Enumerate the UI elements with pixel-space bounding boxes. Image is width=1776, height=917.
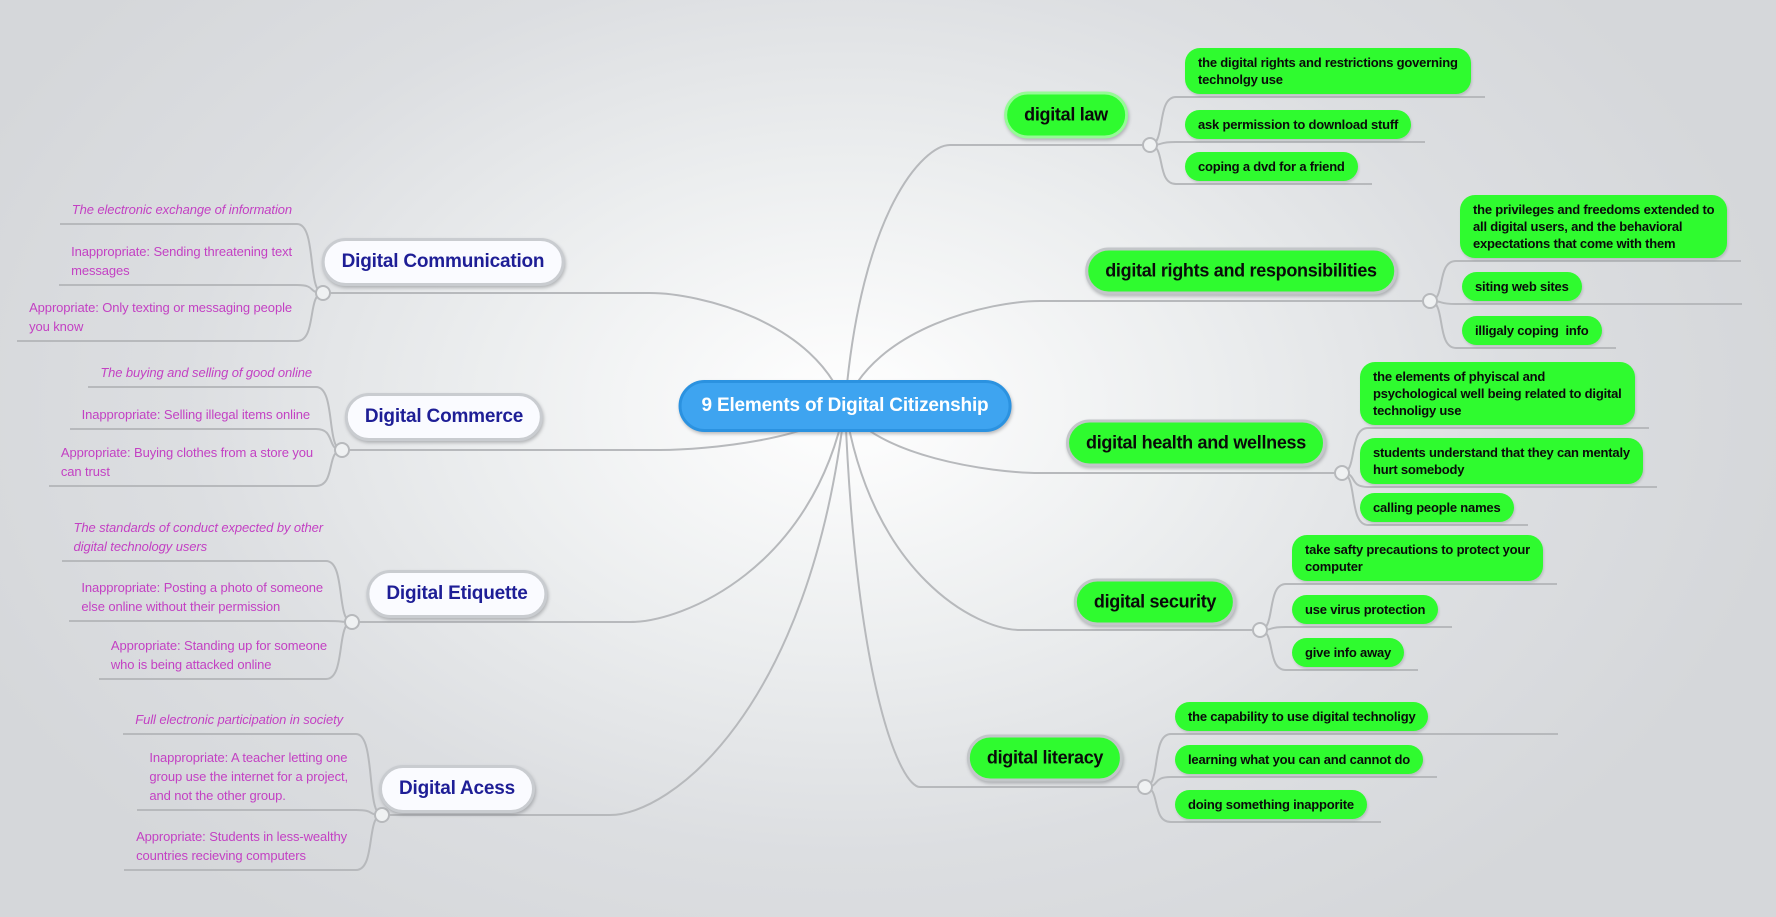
- subtopic-pill[interactable]: illigaly coping info: [1462, 316, 1602, 345]
- subtopic-pill[interactable]: calling people names: [1360, 493, 1514, 522]
- topic-digital-law[interactable]: digital law: [1004, 91, 1128, 139]
- subtopic-pill[interactable]: siting web sites: [1462, 272, 1582, 301]
- central-topic[interactable]: 9 Elements of Digital Citizenship: [678, 380, 1012, 432]
- branch-junction[interactable]: [1252, 622, 1268, 638]
- topic-digital-health-and-wellness[interactable]: digital health and wellness: [1066, 419, 1326, 467]
- subtopic-note[interactable]: The buying and selling of good online: [100, 365, 312, 380]
- topic-digital-communication[interactable]: Digital Communication: [321, 238, 565, 286]
- topic-digital-rights-and-responsibilities[interactable]: digital rights and responsibilities: [1085, 247, 1397, 295]
- branch-junction[interactable]: [1137, 779, 1153, 795]
- subtopic-pill[interactable]: learning what you can and cannot do: [1175, 745, 1423, 774]
- subtopic-note[interactable]: Appropriate: Only texting or messaging p…: [29, 300, 292, 334]
- topic-digital-etiquette[interactable]: Digital Etiquette: [366, 570, 548, 618]
- branch-junction[interactable]: [1334, 465, 1350, 481]
- subtopic-pill[interactable]: the capability to use digital technoligy: [1175, 702, 1429, 731]
- branch-junction[interactable]: [315, 285, 331, 301]
- subtopic-note[interactable]: The standards of conduct expected by oth…: [73, 520, 324, 554]
- subtopic-pill[interactable]: take safty precautions to protect your c…: [1292, 535, 1544, 581]
- topic-digital-commerce[interactable]: Digital Commerce: [344, 393, 544, 441]
- subtopic-pill[interactable]: the digital rights and restrictions gove…: [1185, 48, 1471, 94]
- subtopic-note[interactable]: Inappropriate: A teacher letting one gro…: [149, 750, 348, 803]
- subtopic-note[interactable]: Appropriate: Buying clothes from a store…: [60, 445, 313, 479]
- topic-digital-security[interactable]: digital security: [1073, 578, 1237, 626]
- subtopic-note[interactable]: Inappropriate: Sending threatening text …: [71, 244, 292, 278]
- subtopic-pill[interactable]: doing something inapporite: [1175, 790, 1367, 819]
- subtopic-pill[interactable]: give info away: [1292, 638, 1405, 667]
- subtopic-pill[interactable]: ask permission to download stuff: [1185, 110, 1412, 139]
- branch-junction[interactable]: [374, 807, 390, 823]
- subtopic-pill[interactable]: the privileges and freedoms extended to …: [1460, 195, 1728, 258]
- subtopic-note[interactable]: Inappropriate: Posting a photo of someon…: [81, 580, 323, 614]
- subtopic-note[interactable]: The electronic exchange of information: [71, 202, 292, 217]
- subtopic-pill[interactable]: use virus protection: [1292, 595, 1439, 624]
- subtopic-pill[interactable]: the elements of phyiscal and psychologic…: [1360, 362, 1635, 425]
- subtopic-pill[interactable]: coping a dvd for a friend: [1185, 152, 1358, 181]
- subtopic-note[interactable]: Inappropriate: Selling illegal items onl…: [81, 407, 311, 422]
- branch-junction[interactable]: [334, 442, 350, 458]
- subtopic-note[interactable]: Appropriate: Students in less-wealthy co…: [136, 829, 347, 863]
- topic-digital-acess[interactable]: Digital Acess: [378, 765, 536, 813]
- subtopic-pill[interactable]: students understand that they can mental…: [1360, 438, 1643, 484]
- subtopic-note[interactable]: Appropriate: Standing up for someone who…: [110, 638, 327, 672]
- subtopic-note[interactable]: Full electronic participation in society: [135, 712, 343, 727]
- topic-digital-literacy[interactable]: digital literacy: [966, 734, 1124, 782]
- branch-junction[interactable]: [344, 614, 360, 630]
- branch-junction[interactable]: [1142, 137, 1158, 153]
- branch-junction[interactable]: [1422, 293, 1438, 309]
